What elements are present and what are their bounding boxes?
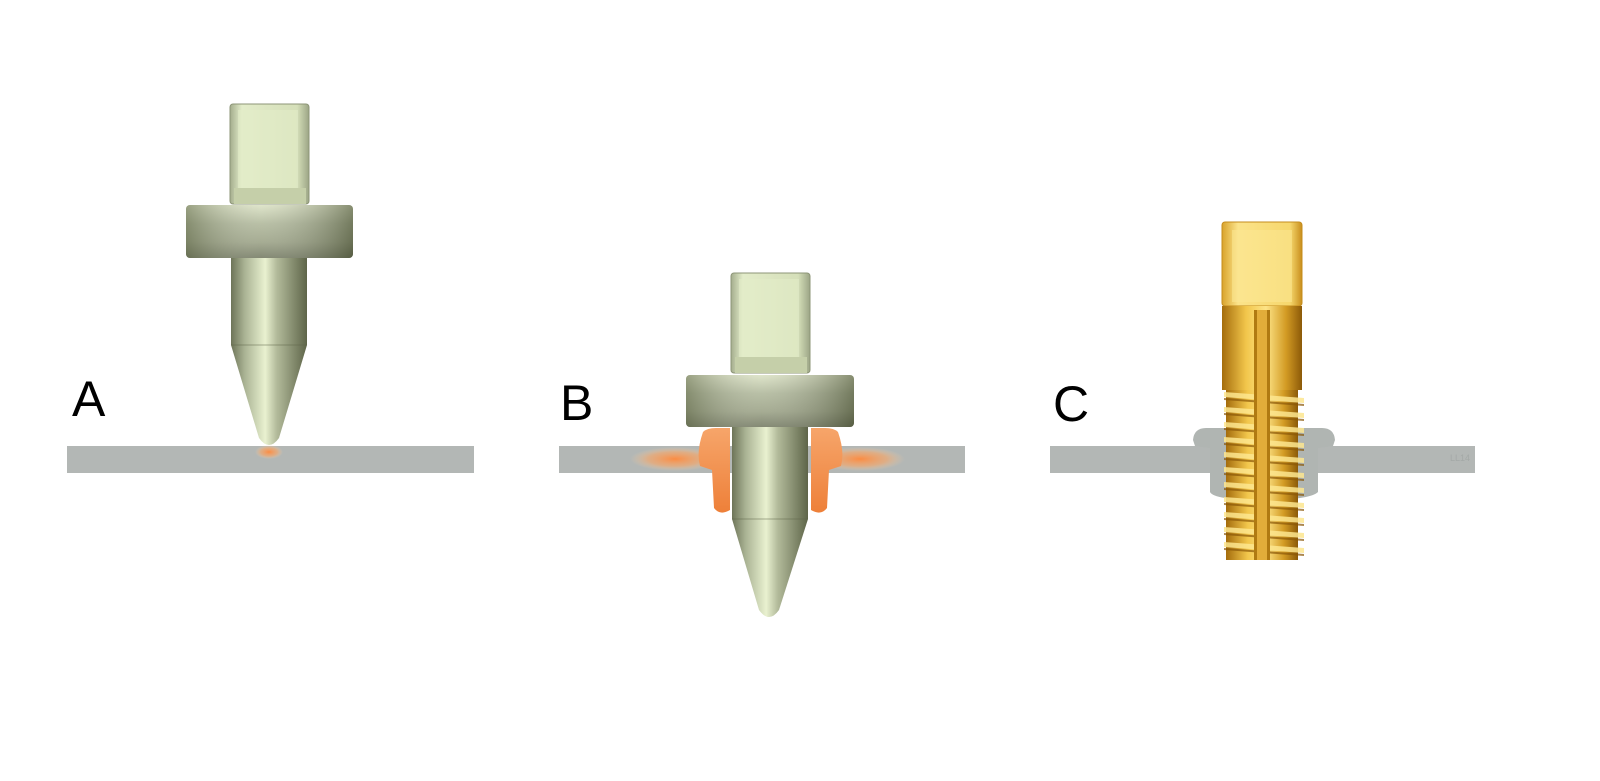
heat-zone-left <box>630 447 720 471</box>
formed-bushing-left <box>698 428 730 513</box>
panel-a-label: A <box>72 371 106 427</box>
flowdrill-tool <box>686 272 854 617</box>
panel-c-label: C <box>1053 376 1089 432</box>
heat-spot <box>255 445 283 459</box>
formed-bushing-right <box>811 428 843 513</box>
panel-a: A <box>67 103 474 473</box>
threaded-screw <box>1221 221 1304 560</box>
tool-cylinder <box>231 258 307 445</box>
panel-b: B <box>559 272 965 617</box>
panel-c: C LL14 <box>1050 221 1475 560</box>
flowdrill-tool <box>186 103 353 445</box>
watermark: LL14 <box>1450 453 1470 463</box>
panel-b-label: B <box>560 375 593 431</box>
tool-cylinder <box>732 427 808 617</box>
